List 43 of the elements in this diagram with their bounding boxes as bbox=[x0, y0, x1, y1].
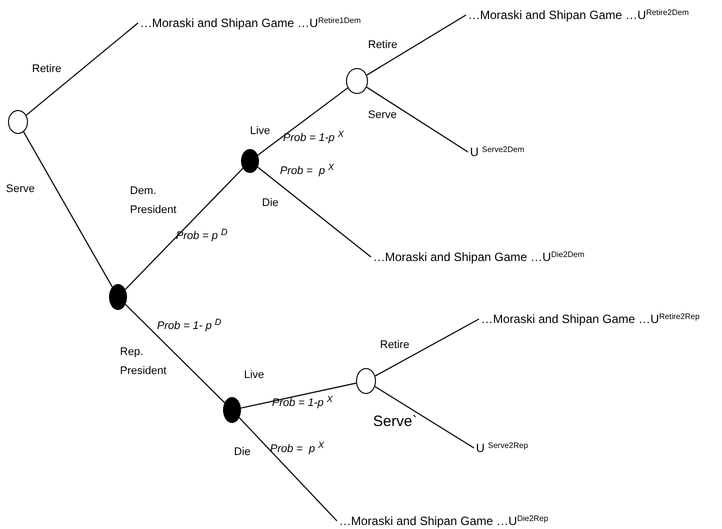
probability-label: Prob = p $^{X}$ bbox=[280, 163, 334, 179]
outcome-label: …Moraski and Shipan Game …U$^{Retire1Dem}$ bbox=[140, 15, 361, 32]
branch-line bbox=[374, 318, 480, 376]
probability-label: Prob = 1-p $^{X}$ bbox=[272, 395, 333, 411]
chance-node bbox=[109, 284, 127, 310]
decision-node bbox=[356, 368, 376, 394]
outcome-label: …Moraski and Shipan Game …U$^{Retire2Dem}$ bbox=[468, 7, 689, 24]
branch-line bbox=[26, 22, 138, 116]
outcome-label: …Moraski and Shipan Game …U$^{Retire2Rep}$ bbox=[481, 311, 700, 328]
edge-label: Retire bbox=[380, 338, 410, 353]
outcome-label: …Moraski and Shipan Game …U$^{Die2Dem}$ bbox=[373, 249, 584, 266]
edge-label: Live bbox=[244, 368, 264, 383]
branch-line bbox=[257, 166, 372, 258]
probability-label: Prob = 1- p $^{D}$ bbox=[157, 318, 222, 334]
outcome-label: U $^{Serve2Dem}$ bbox=[470, 144, 524, 161]
edge-label: Serve` bbox=[373, 412, 418, 431]
branch-line bbox=[366, 14, 466, 76]
decision-node bbox=[8, 110, 28, 134]
branch-line bbox=[23, 132, 113, 288]
probability-label: Prob = p $^{X}$ bbox=[270, 441, 324, 457]
branch-line bbox=[374, 386, 474, 449]
probability-label: Prob = 1-p $^{X}$ bbox=[283, 130, 344, 146]
edge-label: Retire bbox=[32, 62, 62, 77]
branch-line bbox=[240, 382, 356, 409]
edge-label: Serve bbox=[6, 182, 35, 197]
probability-label: Prob = p $^{D}$ bbox=[176, 228, 228, 244]
edge-label: Rep. President bbox=[120, 345, 168, 379]
outcome-label: …Moraski and Shipan Game …U$^{Die2Rep}$ bbox=[339, 513, 548, 529]
branch-line bbox=[258, 87, 348, 156]
branch-line bbox=[238, 417, 338, 522]
edge-label: Retire bbox=[368, 38, 398, 53]
decision-node bbox=[346, 68, 368, 94]
branch-line bbox=[125, 304, 225, 404]
edge-label: Serve bbox=[368, 108, 397, 123]
outcome-label: U $^{Serve2Rep}$ bbox=[476, 440, 528, 457]
chance-node bbox=[241, 149, 259, 173]
edge-label: Dem. President bbox=[130, 184, 178, 218]
edge-label: Die bbox=[262, 196, 279, 211]
branch-line bbox=[366, 86, 468, 152]
chance-node bbox=[223, 397, 241, 423]
branch-line bbox=[124, 168, 244, 290]
edge-label: Live bbox=[250, 124, 270, 139]
edge-label: Die bbox=[234, 445, 251, 460]
